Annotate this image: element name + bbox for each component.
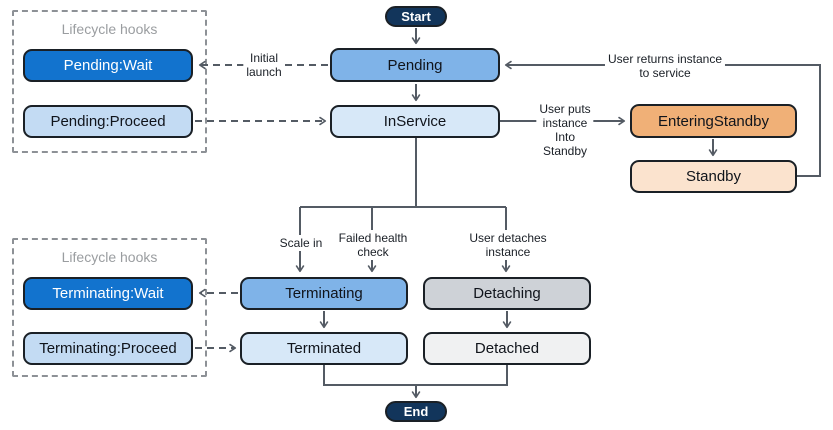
edge-label-failed-health-check: Failed health check (335, 230, 411, 260)
edge-label-scale-in: Scale in (276, 235, 326, 251)
edge-label-user-detaches: User detaches instance (466, 230, 550, 260)
node-detaching: Detaching (423, 277, 591, 310)
node-terminating: Terminating (240, 277, 408, 310)
node-pending: Pending (330, 48, 500, 82)
edge-label-initial-launch: Initial launch (243, 50, 285, 80)
node-entering-standby: EnteringStandby (630, 104, 797, 138)
edge-label-user-returns: User returns instance to service (604, 51, 726, 81)
node-pending-wait: Pending:Wait (23, 49, 193, 82)
group-pending-hooks-title: Lifecycle hooks (61, 21, 158, 37)
group-terminating-hooks: Lifecycle hooks (12, 238, 207, 377)
group-terminating-hooks-title: Lifecycle hooks (61, 249, 158, 265)
node-start: Start (385, 6, 447, 27)
node-end: End (385, 401, 447, 422)
node-terminating-proceed: Terminating:Proceed (23, 332, 193, 365)
node-detached: Detached (423, 332, 591, 365)
node-inservice: InService (330, 105, 500, 138)
edge-merge-bar (323, 365, 508, 386)
node-standby: Standby (630, 160, 797, 193)
edge-label-user-puts-standby: User puts instance Into Standby (536, 101, 594, 159)
node-terminating-wait: Terminating:Wait (23, 277, 193, 310)
node-pending-proceed: Pending:Proceed (23, 105, 193, 138)
node-terminated: Terminated (240, 332, 408, 365)
group-pending-hooks: Lifecycle hooks (12, 10, 207, 153)
